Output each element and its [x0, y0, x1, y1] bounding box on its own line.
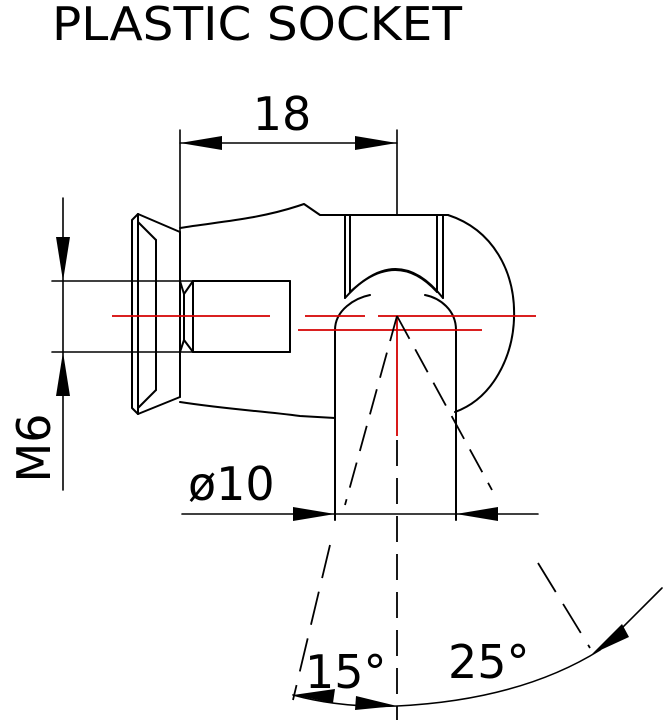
dimension-thread: M6 [7, 197, 291, 491]
arrowhead [56, 237, 70, 281]
angle-right-label: 25° [448, 635, 530, 689]
angle-line-left [344, 315, 398, 506]
dimension-diameter-label: ø10 [188, 457, 275, 511]
angle-limits [292, 315, 591, 701]
arrowhead [592, 624, 629, 654]
angle-line-right-far [537, 562, 591, 649]
arrowhead [56, 352, 70, 396]
socket-outline [131, 203, 516, 521]
angle-arc [292, 587, 663, 710]
arrowhead [293, 689, 335, 703]
centerlines [112, 315, 536, 436]
arrowhead [355, 696, 397, 710]
arrowhead [355, 136, 397, 150]
dimension-thread-label: M6 [7, 414, 61, 483]
dimension-length-label: 18 [253, 87, 312, 141]
arrowhead [293, 507, 335, 521]
drawing-title: PLASTIC SOCKET [52, 0, 463, 51]
angle-line-left-far [292, 544, 331, 701]
angle-line-right [396, 315, 493, 491]
arrowhead [456, 507, 498, 521]
angle-left-label: 15° [305, 645, 387, 699]
dimension-diameter: ø10 [181, 457, 539, 521]
dimension-length: 18 [179, 87, 398, 233]
arrowhead [180, 136, 222, 150]
